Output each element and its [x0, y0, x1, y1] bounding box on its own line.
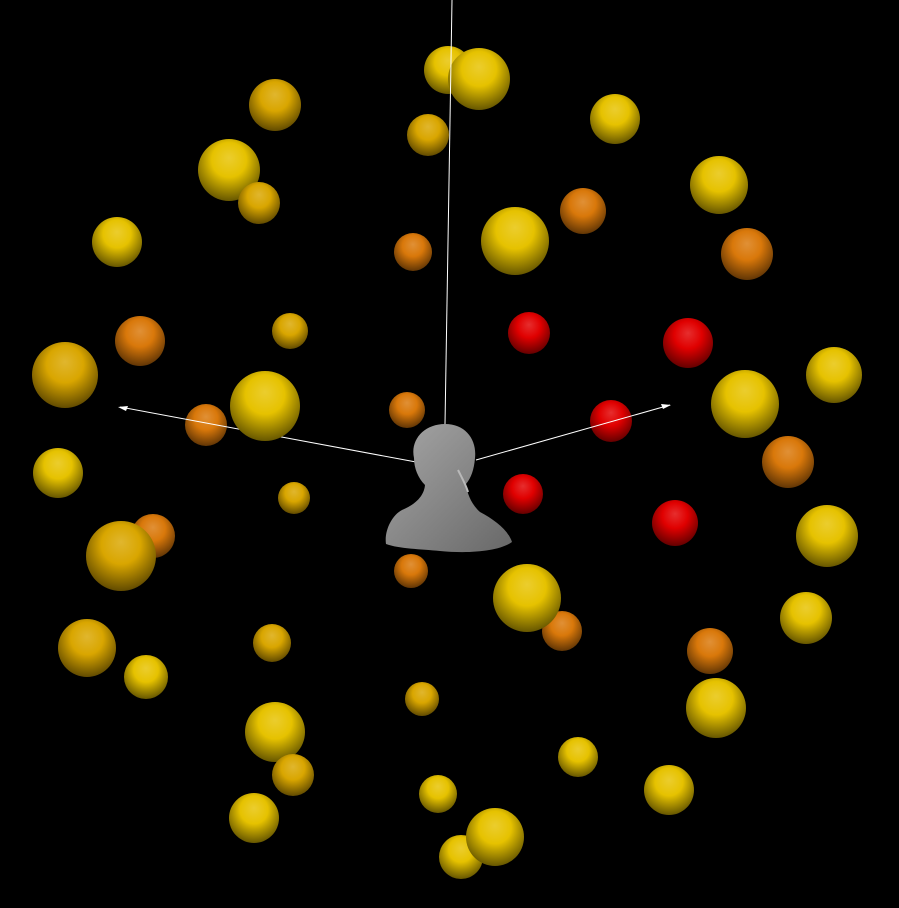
yellow-sphere — [711, 370, 779, 438]
yellow-sphere — [230, 371, 300, 441]
gold-sphere — [249, 79, 301, 131]
yellow-sphere — [481, 207, 549, 275]
gold-sphere — [405, 682, 439, 716]
gold-sphere — [253, 624, 291, 662]
yellow-sphere — [448, 48, 510, 110]
yellow-sphere — [806, 347, 862, 403]
gold-sphere — [32, 342, 98, 408]
head-ear-highlight — [457, 469, 469, 493]
z-axis-line — [444, 0, 453, 425]
yellow-sphere — [245, 702, 305, 762]
orange-sphere — [185, 404, 227, 446]
x-axis-arrow — [118, 406, 128, 411]
yellow-sphere — [33, 448, 83, 498]
yellow-sphere — [493, 564, 561, 632]
red-sphere — [508, 312, 550, 354]
yellow-sphere — [558, 737, 598, 777]
gold-sphere — [58, 619, 116, 677]
orange-sphere — [721, 228, 773, 280]
orange-sphere — [560, 188, 606, 234]
yellow-sphere — [780, 592, 832, 644]
red-sphere — [590, 400, 632, 442]
yellow-sphere — [590, 94, 640, 144]
red-sphere — [652, 500, 698, 546]
gold-sphere — [272, 313, 308, 349]
orange-sphere — [687, 628, 733, 674]
yellow-sphere — [124, 655, 168, 699]
gold-sphere — [278, 482, 310, 514]
gold-sphere — [272, 754, 314, 796]
head-model — [385, 424, 512, 553]
yellow-sphere — [92, 217, 142, 267]
head-bust-model — [385, 424, 512, 553]
yellow-sphere — [644, 765, 694, 815]
yellow-sphere — [690, 156, 748, 214]
red-sphere — [503, 474, 543, 514]
yellow-sphere — [419, 775, 457, 813]
yellow-sphere — [229, 793, 279, 843]
front-spheres — [230, 371, 561, 632]
yellow-sphere — [796, 505, 858, 567]
orange-sphere — [389, 392, 425, 428]
red-sphere — [663, 318, 713, 368]
gold-sphere — [238, 182, 280, 224]
orange-sphere — [115, 316, 165, 366]
orange-sphere — [394, 554, 428, 588]
orange-sphere — [762, 436, 814, 488]
yellow-sphere — [198, 139, 260, 201]
orange-sphere — [394, 233, 432, 271]
yellow-sphere — [466, 808, 524, 866]
yellow-sphere — [686, 678, 746, 738]
gold-sphere — [407, 114, 449, 156]
y-axis-line — [475, 404, 671, 461]
gold-sphere — [86, 521, 156, 591]
back-spheres — [32, 46, 862, 879]
y-axis-arrow — [661, 404, 671, 409]
